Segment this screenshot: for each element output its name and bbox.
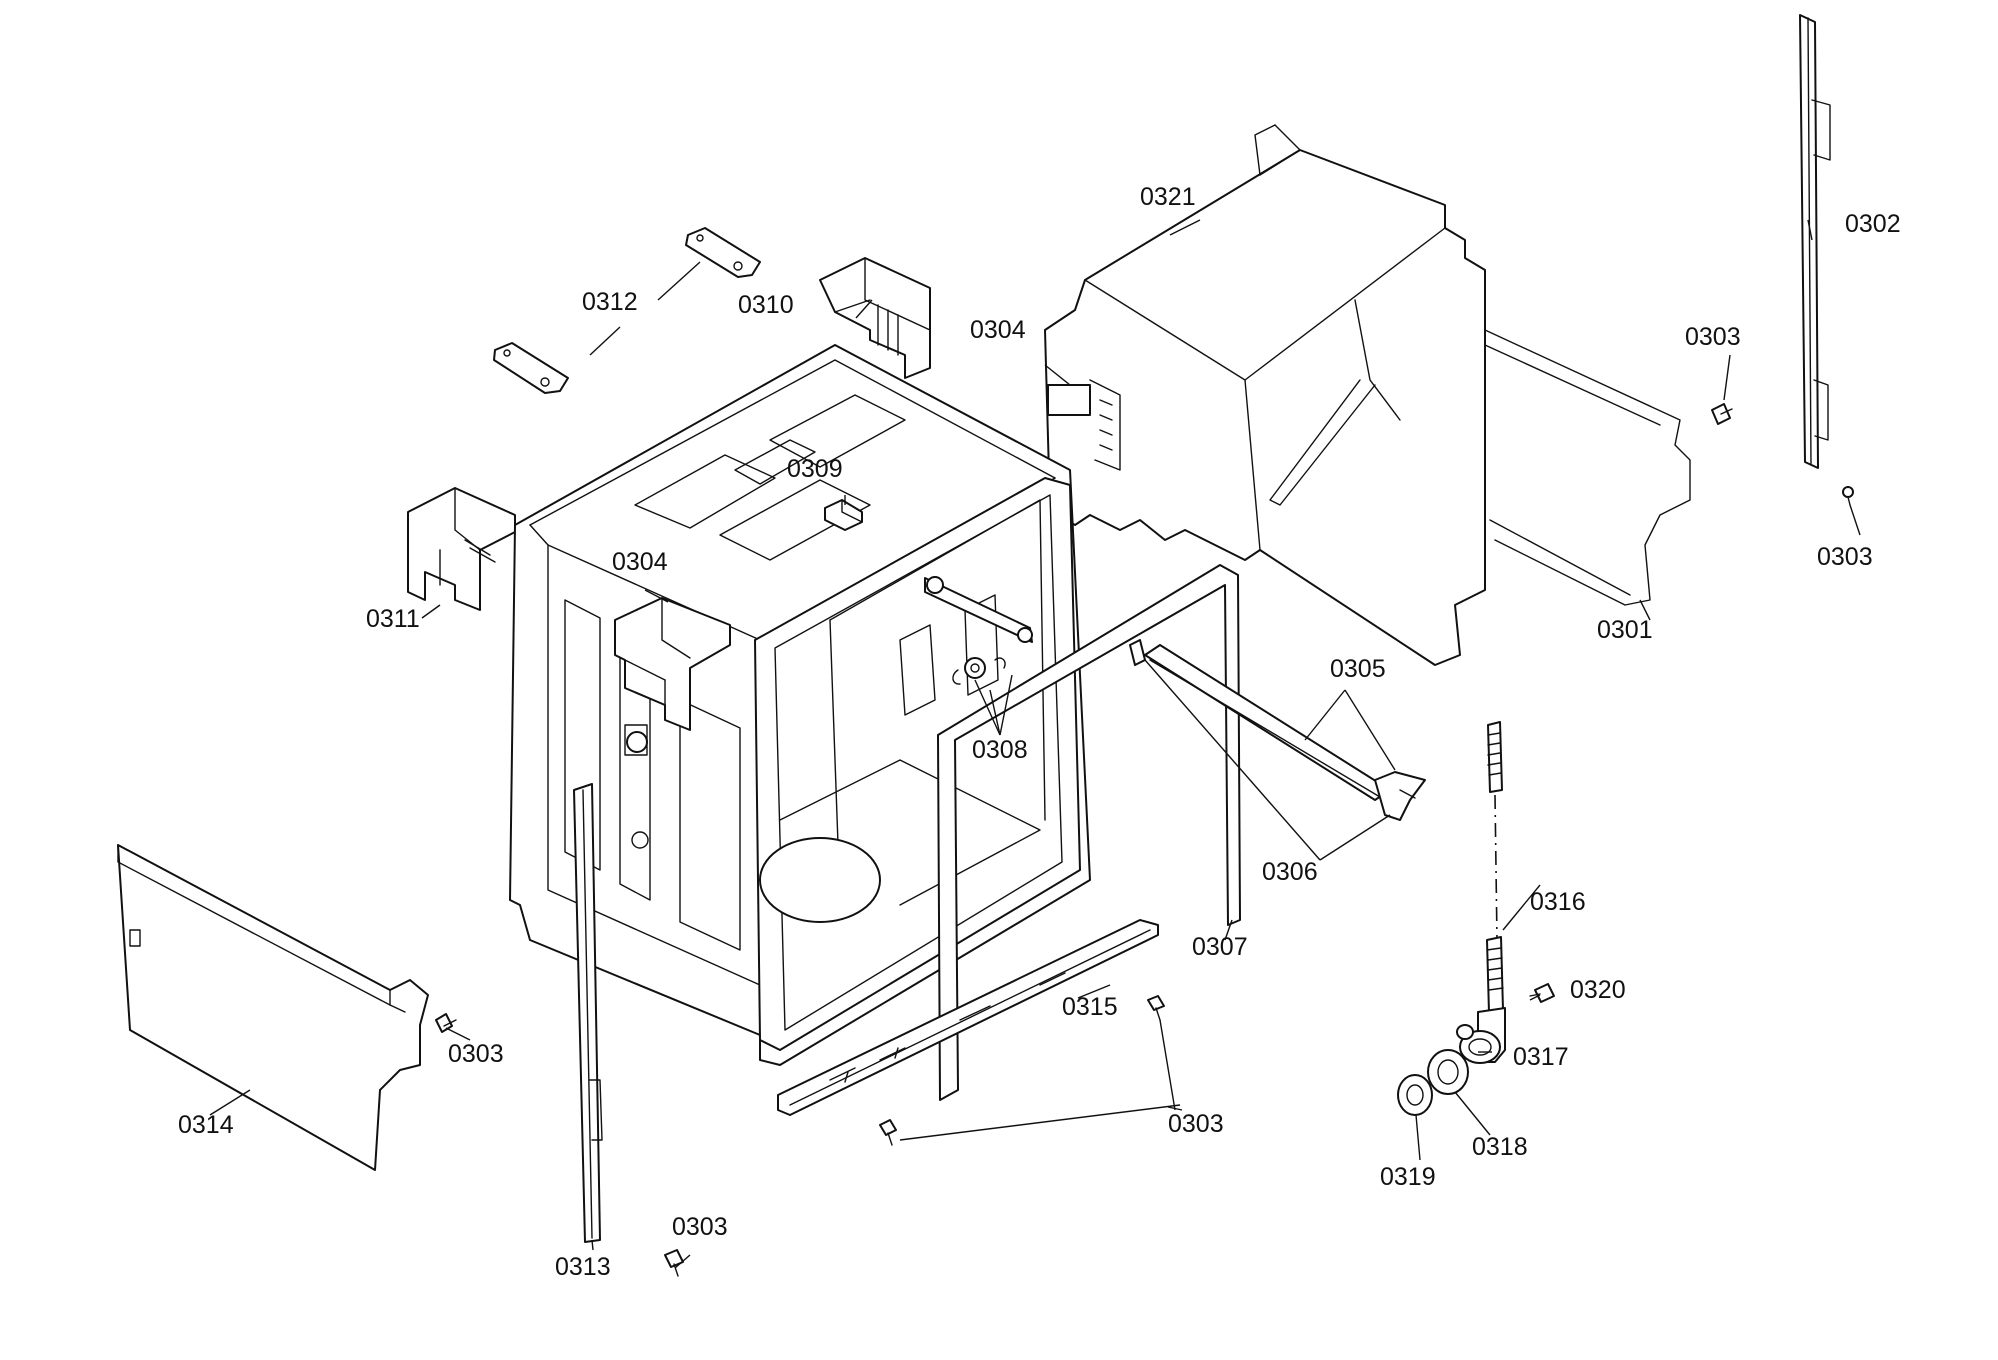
callout-0303-bottom: 0303 <box>1168 1110 1224 1138</box>
callout-0303-lower: 0303 <box>672 1213 728 1241</box>
callout-0303-top: 0303 <box>1685 323 1741 351</box>
callout-0304-left: 0304 <box>612 548 668 576</box>
callout-0303-right: 0303 <box>1817 543 1873 571</box>
hinge-arm-0308 <box>924 576 1033 685</box>
bracket-box-0304-left <box>614 597 731 731</box>
bottom-strip-0315 <box>777 919 1159 1116</box>
callout-0320: 0320 <box>1570 976 1626 1004</box>
hinge-block-0311 <box>407 487 516 611</box>
fitting-0317 <box>1456 1007 1506 1064</box>
front-strip-0313 <box>573 783 603 1243</box>
callout-0309: 0309 <box>787 455 843 483</box>
latch-0309 <box>824 499 863 531</box>
callout-0310: 0310 <box>738 291 794 319</box>
side-panel-0314 <box>117 844 429 1171</box>
screw-0303-b <box>1842 486 1854 506</box>
rail-0305 <box>1129 639 1426 821</box>
callout-0308: 0308 <box>972 736 1028 764</box>
callout-labels: 0321 0302 0303 0303 0301 0304 0312 0310 … <box>178 183 1901 1281</box>
callout-0311: 0311 <box>366 605 420 633</box>
side-strip-0302 <box>1799 14 1831 469</box>
callout-0313: 0313 <box>555 1253 611 1281</box>
callout-0307: 0307 <box>1192 933 1248 961</box>
washer-0319 <box>1397 1074 1433 1116</box>
callout-0302: 0302 <box>1845 210 1901 238</box>
screw-0303-e <box>879 1119 897 1146</box>
nut-0318 <box>1427 1049 1469 1095</box>
leader-lines <box>209 219 1861 1269</box>
callout-0301: 0301 <box>1597 616 1653 644</box>
door-seal-0307 <box>937 564 1241 1101</box>
screw-0320 <box>1529 983 1555 1003</box>
callout-0303-left: 0303 <box>448 1040 504 1068</box>
callout-0318: 0318 <box>1472 1133 1528 1161</box>
callout-0305: 0305 <box>1330 655 1386 683</box>
screw-0303-f <box>664 1249 684 1277</box>
bracket-0312-upper <box>685 227 761 278</box>
callout-0316: 0316 <box>1530 888 1586 916</box>
screw-0303-d <box>1147 995 1165 1021</box>
bracket-0312-lower <box>493 342 569 394</box>
callout-0314: 0314 <box>178 1111 234 1139</box>
callout-0315: 0315 <box>1062 993 1118 1021</box>
screw-0303-a <box>1711 403 1733 425</box>
spindle-0316 <box>1486 721 1504 1014</box>
callout-0312: 0312 <box>582 288 638 316</box>
callout-0306: 0306 <box>1262 858 1318 886</box>
callout-0317: 0317 <box>1513 1043 1569 1071</box>
callout-0321: 0321 <box>1140 183 1196 211</box>
screw-0303-c <box>435 1013 457 1033</box>
callout-0304-right: 0304 <box>970 316 1026 344</box>
hinge-block-0310 <box>819 257 931 379</box>
callout-0319: 0319 <box>1380 1163 1436 1191</box>
